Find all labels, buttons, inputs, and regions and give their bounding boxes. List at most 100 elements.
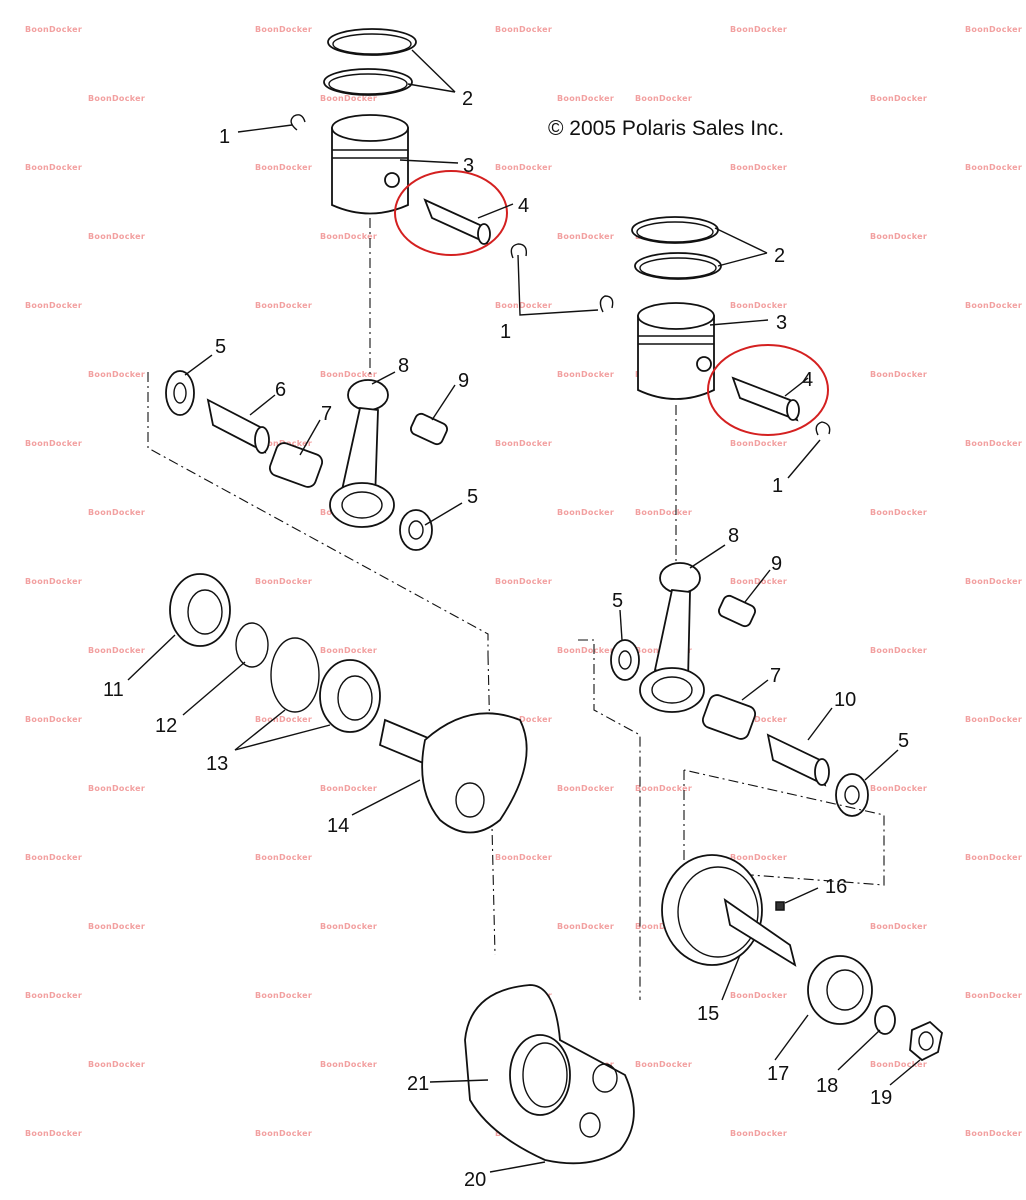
piston-right-pin-boss <box>696 356 712 372</box>
leader-2a <box>411 49 456 93</box>
callout-3: 3 <box>463 155 474 177</box>
watermark-text: BoonDocker <box>88 232 145 241</box>
watermark-text: BoonDocker <box>88 370 145 379</box>
callout-8b: 8 <box>728 525 739 547</box>
leader-3a <box>399 159 459 164</box>
leader-15 <box>721 954 741 1001</box>
watermark-text: BoonDocker <box>965 301 1022 310</box>
piston-ring-left-upper-inner <box>332 33 412 55</box>
watermark-text: BoonDocker <box>557 922 614 931</box>
crankshaft-shaft-15 <box>723 897 797 967</box>
main-bearing-11 <box>169 573 231 647</box>
callout-5b: 5 <box>467 486 478 508</box>
watermark-text: BoonDocker <box>730 991 787 1000</box>
leader-11 <box>127 634 176 681</box>
highlight-wrist-pin-left <box>394 170 508 256</box>
main-bearing-17-inner <box>826 969 864 1011</box>
watermark-text: BoonDocker <box>25 301 82 310</box>
callout-4b: 4 <box>802 369 813 391</box>
piston-ring-left-lower-inner <box>328 73 408 95</box>
leader-20 <box>489 1161 546 1173</box>
piston-ring-right-lower-inner <box>639 257 717 279</box>
callout-16: 16 <box>825 876 847 898</box>
watermark-text: BoonDocker <box>635 508 692 517</box>
watermark-text: BoonDocker <box>25 439 82 448</box>
needle-bearing-left-small <box>410 412 448 446</box>
watermark-text: BoonDocker <box>320 232 377 241</box>
leader-5c <box>619 609 623 641</box>
crankshaft-center-20-hole-2 <box>579 1112 601 1138</box>
callout-15: 15 <box>697 1003 719 1025</box>
callout-2b: 2 <box>774 245 785 267</box>
woodruff-key-16 <box>775 901 785 911</box>
callout-4: 4 <box>518 195 529 217</box>
nut-19 <box>909 1020 943 1062</box>
watermark-text: BoonDocker <box>320 922 377 931</box>
needle-bearing-right-small <box>718 594 756 628</box>
thrust-washer-right-a-hole <box>618 650 632 670</box>
watermark-text: BoonDocker <box>870 232 927 241</box>
watermark-text: BoonDocker <box>965 715 1022 724</box>
leader-6 <box>249 394 276 416</box>
watermark-text: BoonDocker <box>255 163 312 172</box>
callout-9: 9 <box>458 370 469 392</box>
callout-1: 1 <box>219 126 230 148</box>
watermark-text: BoonDocker <box>557 370 614 379</box>
callout-21: 21 <box>407 1073 429 1095</box>
wrist-pin-right <box>731 376 799 422</box>
watermark-text: BoonDocker <box>730 577 787 586</box>
callout-1b: 1 <box>500 321 511 343</box>
piston-left-top <box>331 114 409 142</box>
callout-20: 20 <box>464 1169 486 1191</box>
leader-13b <box>234 724 331 751</box>
conrod-right-big-end-hole <box>651 676 693 704</box>
watermark-text: BoonDocker <box>557 232 614 241</box>
conrod-right-small-end <box>659 562 701 594</box>
watermark-text: BoonDocker <box>320 370 377 379</box>
piston-ring-left-upper <box>327 28 417 56</box>
watermark-text: BoonDocker <box>255 25 312 34</box>
leader-5d <box>864 749 899 781</box>
callout-3b: 3 <box>776 312 787 334</box>
watermark-text: BoonDocker <box>255 991 312 1000</box>
leader-14 <box>351 779 421 816</box>
piston-ring-right-upper-inner <box>636 221 714 243</box>
crankshaft-half-14-web <box>421 712 528 834</box>
watermark-text: BoonDocker <box>965 439 1022 448</box>
callout-5: 5 <box>215 336 226 358</box>
retaining-ring-12 <box>235 622 269 668</box>
watermark-text: BoonDocker <box>25 991 82 1000</box>
watermark-text: BoonDocker <box>870 784 927 793</box>
callout-18: 18 <box>816 1075 838 1097</box>
labyrinth-seal-21 <box>509 1034 571 1116</box>
leader-7b <box>741 679 769 701</box>
copyright-text: © 2005 Polaris Sales Inc. <box>548 117 784 140</box>
leader-1a <box>237 124 293 133</box>
circlip-right-upper <box>599 295 614 313</box>
leader-16 <box>784 887 819 904</box>
watermark-text: BoonDocker <box>88 508 145 517</box>
piston-ring-left-lower <box>323 68 413 96</box>
needle-bearing-right-big <box>701 694 757 740</box>
leader-5b <box>424 502 463 526</box>
leader-4a <box>477 203 514 219</box>
callout-8: 8 <box>398 355 409 377</box>
leader-4b <box>784 377 809 397</box>
watermark-text: BoonDocker <box>25 853 82 862</box>
leader-1b <box>787 439 821 479</box>
watermark-text: BoonDocker <box>965 853 1022 862</box>
watermark-text: BoonDocker <box>320 784 377 793</box>
watermark-text: BoonDocker <box>25 1129 82 1138</box>
circlip-right-lower <box>815 421 831 436</box>
leader-8a <box>371 371 396 385</box>
crankshaft-half-14-pin <box>455 782 485 818</box>
watermark-text: BoonDocker <box>495 853 552 862</box>
crank-pin-left-end <box>254 426 270 454</box>
labyrinth-seal-21-groove <box>522 1042 568 1108</box>
watermark-text: BoonDocker <box>730 301 787 310</box>
crank-pin-right <box>766 733 827 787</box>
crank-pin-right-end <box>814 758 830 786</box>
leader-17 <box>774 1014 809 1061</box>
watermark-text: BoonDocker <box>25 25 82 34</box>
circlip-link-line <box>517 254 599 316</box>
